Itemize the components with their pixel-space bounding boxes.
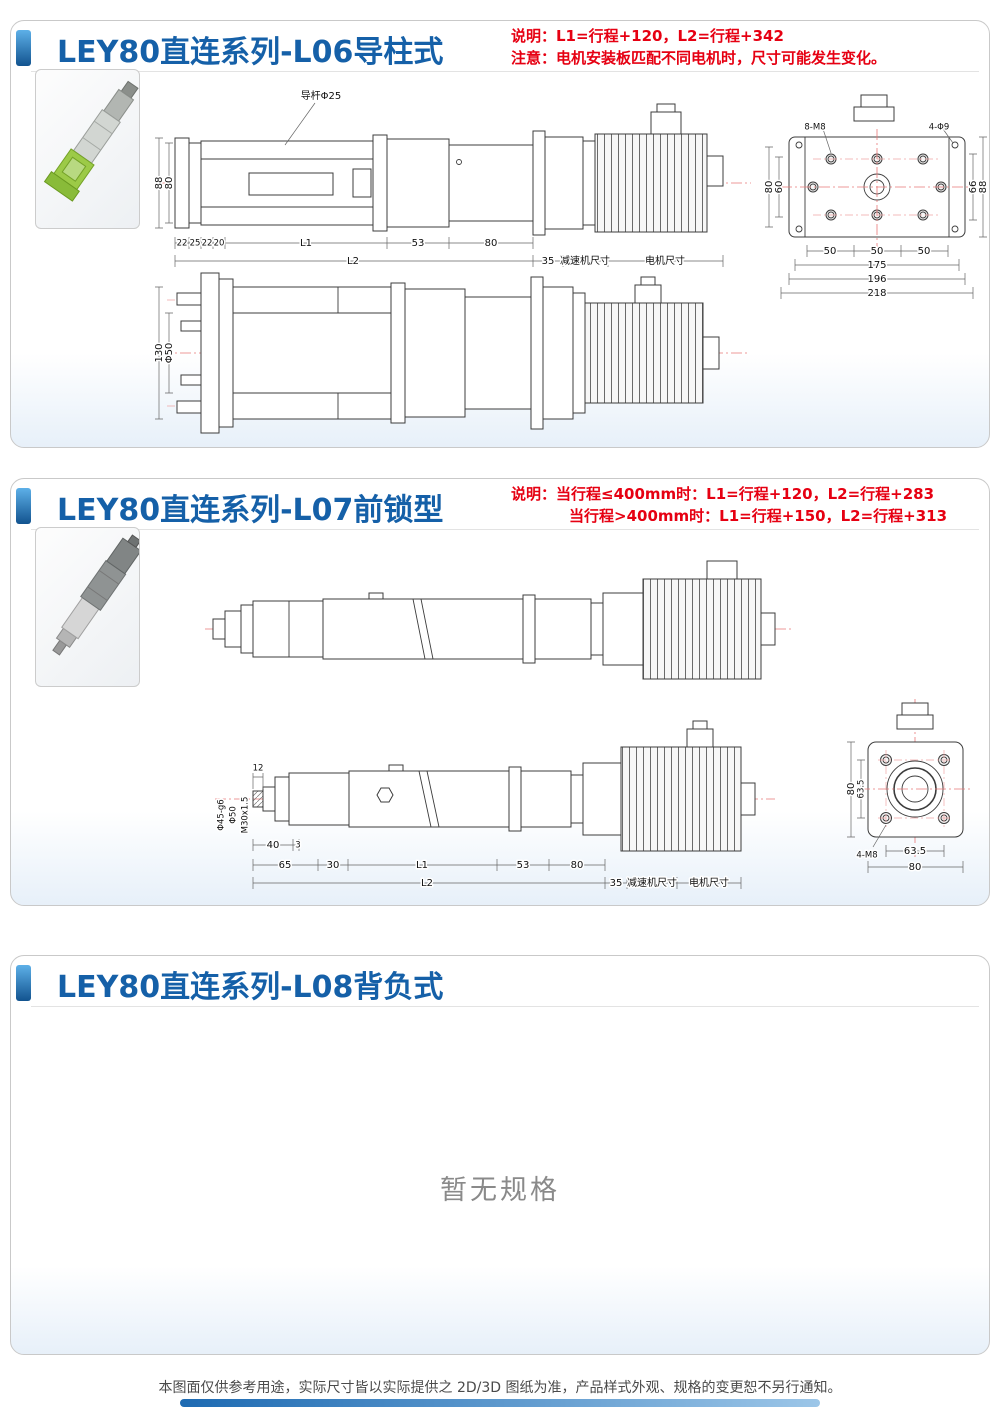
l06-end-dimensions: 8-M8 4-Φ9 80 60 66 88 50 50 50 175 196 2… [763,121,991,301]
dim-label-motor: 电机尺寸 [689,876,729,889]
dim-label-50b: 50 [871,246,884,257]
l06-product-photo [43,80,139,202]
dim-label-40: 40 [267,840,280,851]
dim-label-l1: L1 [416,860,428,871]
dim-label-gearbox: 减速机尺寸 [560,254,610,267]
footer-disclaimer: 本图面仅供参考用途，实际尺寸皆以实际提供之 2D/3D 图纸为准，产品样式外观、… [158,1380,842,1396]
dim-label-8-m8: 8-M8 [804,123,825,133]
dim-label-right-66: 66 [968,181,979,194]
dim-label-80: 80 [571,860,584,871]
dim-label-l2: L2 [421,878,433,889]
dim-label-3: 3 [295,841,300,851]
dim-label-35: 35 [542,256,555,267]
l07-geometry [215,720,775,852]
empty-spec-text: 暂无规格 [440,1175,560,1206]
header-divider [31,529,979,530]
dim-label-m30x15: M30x1.5 [241,797,251,834]
dim-label-88: 88 [154,177,165,190]
dim-label-bottom-80: 80 [909,862,922,873]
dim-label-20: 20 [214,239,225,249]
dim-label-175: 175 [867,260,886,271]
l07-assembly-side-view [205,560,791,680]
dim-label-gearbox: 减速机尺寸 [627,876,677,889]
dim-label-22b: 22 [202,239,213,249]
dim-label-50a: 50 [824,246,837,257]
motor-body [584,302,704,404]
dim-label-left-80: 80 [846,783,857,796]
motor-body [642,578,762,680]
dim-label-4-phi9: 4-Φ9 [929,123,950,133]
section-accent-bar [16,965,31,1001]
dim-label-phi45g6: Φ45-g6 [217,799,227,830]
dim-label-22a: 22 [177,239,188,249]
l07-product-thumbnail [35,527,142,687]
l06-end-geometry [781,94,973,247]
l07-end-view: 80 63.5 4-M8 63.5 80 [845,699,971,875]
section-l08-title: LEY80直连系列-L08背负式 [57,970,444,1005]
dim-label-25: 25 [190,239,201,249]
note-line-1: 说明：当行程≤400mm时：L1=行程+120，L2=行程+283 [511,485,935,503]
motor-body [594,133,708,233]
section-l06-title: LEY80直连系列-L06导柱式 [57,35,444,70]
dim-label-65: 65 [279,860,292,871]
section-l07-notes: 说明：当行程≤400mm时：L1=行程+120，L2=行程+283 当行程>40… [511,484,947,528]
dim-label-53: 53 [412,238,425,249]
l06-dimensions: 导杆Φ25 88 80 22 25 22 20 L1 53 80 L2 35 减… [153,89,724,269]
section-l07-card: LEY80直连系列-L07前锁型 说明：当行程≤400mm时：L1=行程+120… [10,478,990,906]
dim-label-130: 130 [154,343,165,362]
dim-label-left-60: 60 [774,181,785,194]
section-l06-notes: 说明：L1=行程+120，L2=行程+342 注意：电机安装板匹配不同电机时，尺… [511,26,886,70]
dim-label-53: 53 [517,860,530,871]
dim-label-left-635: 63.5 [857,780,867,799]
header-divider [31,1006,979,1007]
dim-label-50c: 50 [918,246,931,257]
dim-label-phi50: Φ50 [229,806,239,824]
note-line-2: 注意：电机安装板匹配不同电机时，尺寸可能发生变化。 [511,48,887,67]
l06-top-dimensions: 130 Φ50 [153,286,177,420]
l07-end-geometry [859,699,971,857]
section-accent-bar [16,488,31,524]
l06-product-thumbnail [35,69,140,229]
note-line-2: 当行程>400mm时：L1=行程+150，L2=行程+313 [569,506,948,525]
l07-dimensions: 12 Φ45-g6 Φ50 M30x1.5 40 3 65 30 L1 53 8… [215,762,742,891]
dim-label-l2: L2 [347,256,359,267]
l06-end-view: 8-M8 4-Φ9 80 60 66 88 50 50 50 175 196 2… [763,94,991,301]
dim-label-bottom-635: 63.5 [904,846,926,857]
rod-thread [252,790,264,808]
dim-label-motor: 电机尺寸 [645,254,685,267]
l06-top-geometry [161,272,748,434]
motor-body [620,746,742,852]
footer-accent-bar [180,1399,820,1407]
section-l07-title: LEY80直连系列-L07前锁型 [57,493,444,528]
section-l06-card: LEY80直连系列-L06导柱式 说明：L1=行程+120，L2=行程+342 … [10,20,991,448]
dim-label-12: 12 [253,764,264,774]
dim-label-left-80: 80 [764,181,775,194]
dim-label-80: 80 [485,238,498,249]
hex-nut [376,787,394,803]
section-accent-bar [16,30,31,66]
l07-product-photo [52,534,142,656]
note-line-1: 说明：L1=行程+120，L2=行程+342 [511,27,784,45]
dim-label-4-m8: 4-M8 [856,851,877,861]
l06-assembly-geometry [161,103,751,236]
dim-label-35: 35 [610,878,623,889]
dim-label-196: 196 [867,274,886,285]
l07-end-dimensions: 80 63.5 4-M8 63.5 80 [845,741,964,875]
dim-label-l1: L1 [300,238,312,249]
dim-label-218: 218 [867,288,886,299]
dim-label-30: 30 [327,860,340,871]
l06-assembly-side-view: 导杆Φ25 88 80 22 25 22 20 L1 53 80 L2 35 减… [153,89,751,269]
l06-top-view: 130 Φ50 [153,272,748,434]
dim-label-right-88: 88 [978,181,989,194]
section-l08-card: LEY80直连系列-L08背负式 暂无规格 [10,955,990,1355]
dim-label-phi50: Φ50 [164,343,175,364]
header-divider [31,71,979,72]
dim-label-guide-rod: 导杆Φ25 [301,90,342,102]
l07-dimensioned-side-view: 12 Φ45-g6 Φ50 M30x1.5 40 3 65 30 L1 53 8… [215,720,775,891]
l07-assembly-geometry [205,560,791,680]
dim-label-80v: 80 [164,177,175,190]
